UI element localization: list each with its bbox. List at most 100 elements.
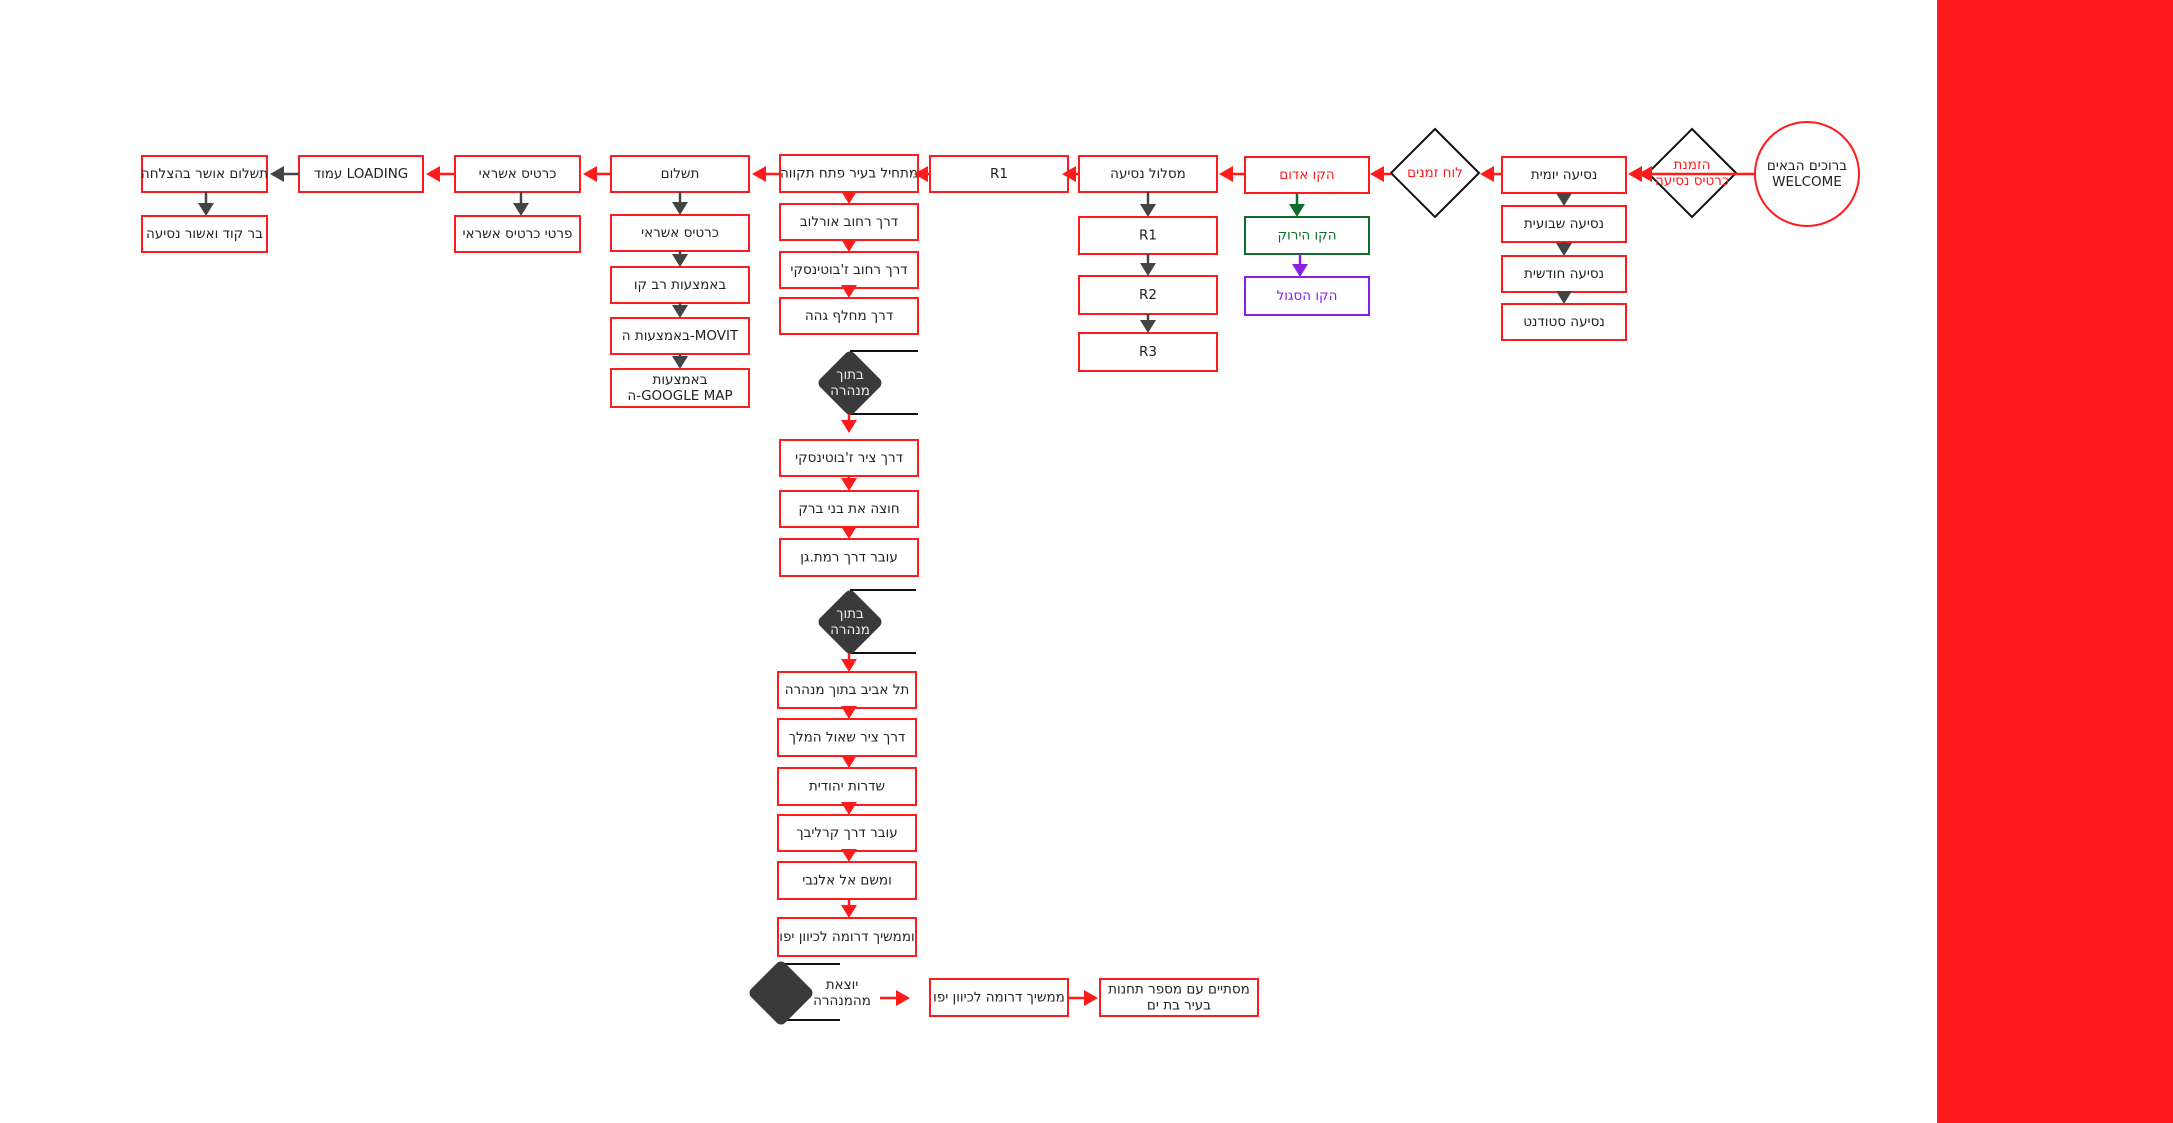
connector-arrow: [752, 166, 780, 182]
node-pay-rav-kav: באמצעות רב קו: [610, 266, 750, 304]
node-red-line-label: הקו אדום: [1279, 167, 1334, 183]
node-to-allenby: ומשם אל אלנבי: [777, 861, 917, 900]
node-credit-card-2-label: כרטיס אשראי: [479, 166, 557, 182]
node-daily-ride-label: נסיעה יומית: [1531, 167, 1598, 183]
node-pay-movit-label: באמצעות ה-MOVIT: [622, 328, 739, 344]
node-crosses-bnei-brak-label: חוצה את בני ברק: [798, 501, 899, 517]
connector-arrow: [841, 476, 857, 491]
node-ride-route-label: מסלול נסיעה: [1110, 166, 1186, 182]
connector-arrow: [583, 166, 611, 182]
connector-arrow: [1480, 166, 1502, 182]
node-underground-2-label: בתוך: [836, 606, 864, 622]
node-route-r3-label: R3: [1139, 344, 1157, 360]
connector-arrow: [841, 653, 857, 672]
node-derech-shaul-hamelech: דרך ציר שאול המלך: [777, 718, 917, 757]
node-underground-1-label: בתוך: [836, 367, 864, 383]
node-derech-tzir-jabotinsky-label: דרך ציר ז'בוטינסקי: [795, 450, 903, 466]
node-underground-2-label: מנהרה: [830, 622, 870, 638]
node-order-ticket-label: כרטיס נסיעה: [1655, 173, 1729, 189]
connector-arrow: [841, 526, 857, 539]
node-sderot-yehudit: שדרות יהודית: [777, 767, 917, 806]
node-payment: תשלום: [610, 155, 750, 193]
node-derech-shaul-hamelech-label: דרך ציר שאול המלך: [789, 730, 906, 746]
connector-arrow: [1062, 166, 1079, 182]
node-welcome-label: WELCOME: [1772, 174, 1842, 190]
node-derech-ruchov-jabotinsky-label: דרך רחוב ז'בוטינסקי: [790, 262, 907, 278]
node-route-r1: R1: [1078, 216, 1218, 255]
node-pay-rav-kav-label: באמצעות רב קו: [634, 277, 726, 293]
node-crosses-bnei-brak: חוצה את בני ברק: [779, 490, 919, 528]
connector-arrow: [841, 239, 857, 252]
node-pay-movit: באמצעות ה-MOVIT: [610, 317, 750, 355]
node-credit-card-2: כרטיס אשראי: [454, 155, 581, 193]
connector-arrow: [841, 414, 857, 433]
connector-arrow: [1556, 291, 1572, 304]
connector-arrow: [1068, 990, 1098, 1006]
node-route-r3: R3: [1078, 332, 1218, 372]
connector-arrow: [1370, 166, 1391, 182]
node-credit-card: כרטיס אשראי: [610, 214, 750, 252]
node-route-r1-main: R1: [929, 155, 1069, 193]
node-payment-success-label: תשלום אושר בהצלחה: [141, 166, 268, 182]
node-south-jaffa-label: וממשיך דרומה לכיוון יפו: [779, 929, 914, 945]
connector-arrow: [841, 191, 857, 204]
node-green-line-label: הקו הירוק: [1277, 228, 1336, 244]
node-green-line: הקו הירוק: [1244, 216, 1370, 255]
node-timetable: לוח זמנים: [1389, 127, 1481, 219]
node-tel-aviv-tunnel: תל אביב בתוך מנהרה: [777, 671, 917, 709]
connector-arrow: [672, 303, 688, 318]
node-barcode-confirm-label: בר קוד ואשור נסיעה: [146, 226, 263, 242]
node-start-petah-tikva-label: מתחיל בעיר פתח תקווה: [780, 166, 918, 182]
node-payment-label: תשלום: [661, 166, 700, 182]
node-welcome-label: ברוכים הבאים: [1767, 158, 1847, 174]
node-student-ride: נסיעה סטודנט: [1501, 303, 1627, 341]
connector-arrow: [198, 192, 214, 216]
node-ends-bat-yam-label: בעיר בת ים: [1147, 998, 1211, 1014]
node-loading-page-label: עמוד LOADING: [314, 166, 409, 182]
connector-arrow: [672, 354, 688, 369]
node-route-r2: R2: [1078, 275, 1218, 315]
node-daily-ride: נסיעה יומית: [1501, 156, 1627, 194]
connector-arrow: [1289, 193, 1305, 217]
connector-arrow: [270, 166, 299, 182]
connector-arrow: [841, 285, 857, 298]
node-continues-south-jaffa-label: ממשיך דרומה לכיוון יפו: [933, 990, 1065, 1006]
node-loading-page: עמוד LOADING: [298, 155, 424, 193]
connector-arrow: [1140, 192, 1156, 217]
node-exits-tunnel-label: יוצאת: [826, 977, 859, 993]
connector-arrow: [1556, 242, 1572, 256]
node-red-line: הקו אדום: [1244, 156, 1370, 194]
node-purple-line-label: הקו הסגול: [1277, 288, 1338, 304]
connector-arrow: [841, 706, 857, 719]
node-sderot-yehudit-label: שדרות יהודית: [809, 779, 885, 795]
node-underground-1-label: מנהרה: [830, 383, 870, 399]
connector-arrow: [426, 166, 455, 182]
connector-arrow: [841, 899, 857, 918]
connector-arrow: [1219, 166, 1245, 182]
connector-arrow: [1140, 314, 1156, 333]
node-monthly-ride-label: נסיעה חודשית: [1524, 266, 1604, 282]
node-south-jaffa: וממשיך דרומה לכיוון יפו: [777, 917, 917, 957]
node-derech-ruchov-jabotinsky: דרך רחוב ז'בוטינסקי: [779, 251, 919, 289]
node-route-r2-label: R2: [1139, 287, 1157, 303]
connector-arrow: [672, 192, 688, 215]
node-to-allenby-label: ומשם אל אלנבי: [802, 873, 892, 889]
right-red-band: [1937, 0, 2173, 1123]
node-passes-carlebach-label: עובר דרך קרליבך: [796, 825, 897, 841]
node-pay-google-map-label: באמצעות: [652, 372, 707, 388]
node-ends-bat-yam-label: מסתיים עם מספר תחנות: [1108, 982, 1250, 998]
node-tel-aviv-tunnel-label: תל אביב בתוך מנהרה: [785, 682, 910, 698]
connector-arrow: [841, 755, 857, 768]
connector-arrow: [672, 251, 688, 267]
node-derech-machlef-geha-label: דרך מחלף גהה: [805, 308, 893, 324]
node-derech-ruchov-orlov: דרך רחוב אורלוב: [779, 203, 919, 241]
node-timetable-label: לוח זמנים: [1407, 165, 1463, 181]
node-weekly-ride-label: נסיעה שבועית: [1524, 216, 1604, 232]
connector-arrow: [841, 849, 857, 862]
node-barcode-confirm: בר קוד ואשור נסיעה: [141, 215, 268, 253]
